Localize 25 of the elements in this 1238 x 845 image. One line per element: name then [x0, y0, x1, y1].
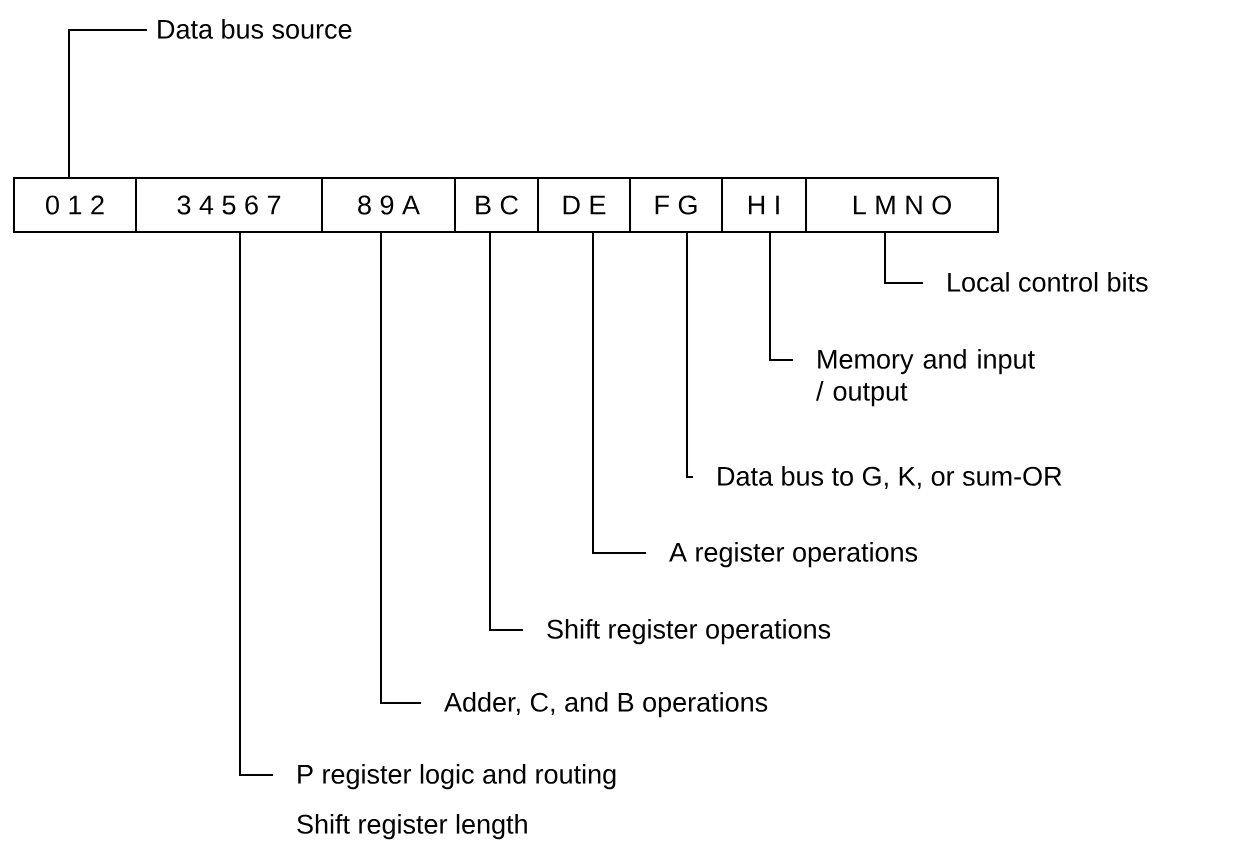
register-field-cell: B C [454, 177, 539, 233]
leader-line [686, 232, 694, 478]
leader-line [592, 232, 647, 554]
register-field-cell: L M N O [805, 177, 999, 233]
register-field-cell: 3 4 5 6 7 [135, 177, 323, 233]
field-label: Local control bits [948, 272, 1148, 292]
field-label: Data bus to G, K, or sum-OR [718, 466, 1062, 489]
field-label: Memory and input / output [816, 349, 1035, 407]
register-field-cell: 8 9 A [321, 177, 456, 233]
leader-line [68, 29, 148, 178]
leader-line [239, 232, 274, 776]
leader-line [380, 232, 422, 704]
register-field-cell: F G [629, 177, 723, 233]
field-label: P register logic and routing [298, 764, 616, 790]
leader-line [769, 232, 794, 361]
field-label: Shift register length [297, 814, 527, 840]
field-label: Adder, C, and B operations [444, 692, 768, 718]
register-field-cell: D E [537, 177, 631, 233]
field-label: A register operations [669, 542, 918, 568]
leader-line [489, 232, 524, 631]
leader-line [884, 232, 924, 284]
field-label: Shift register operations [547, 619, 831, 645]
field-label: Data bus source [158, 19, 352, 39]
register-field-cell: H I [721, 177, 807, 233]
register-field-cell: 0 1 2 [13, 177, 137, 233]
